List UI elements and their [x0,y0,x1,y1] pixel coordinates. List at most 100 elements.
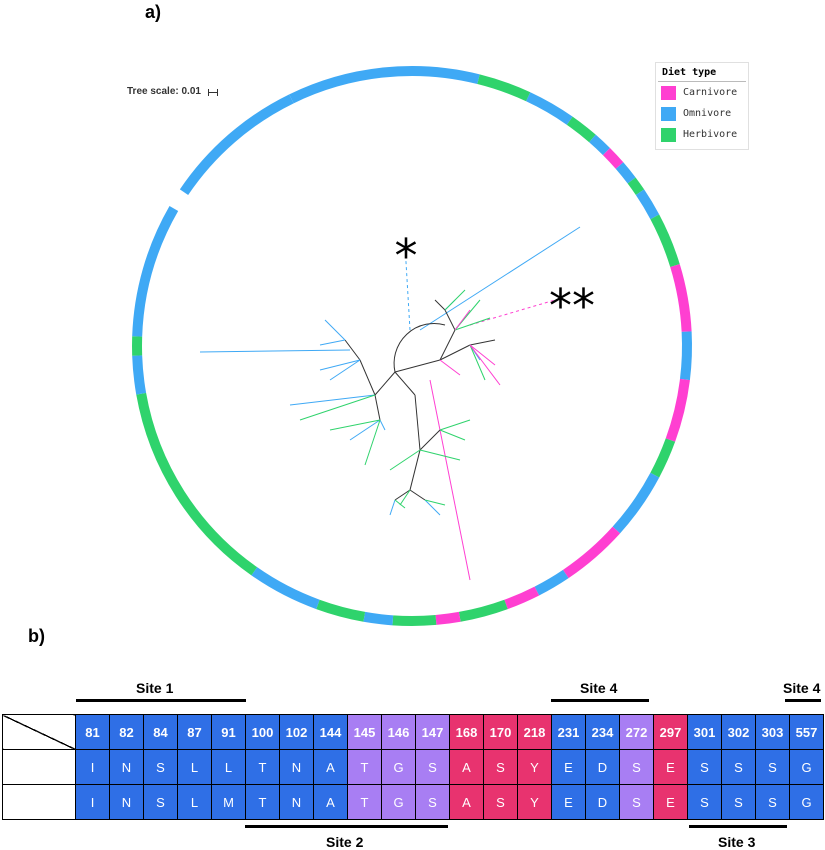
position-cell: 144 [313,714,348,750]
residue-cell: S [483,784,518,820]
position-cell: 87 [177,714,212,750]
table-corner-cell [2,714,76,750]
position-cell: 301 [687,714,722,750]
site-1-label: Site 1 [136,680,174,696]
residue-cell: G [789,749,824,785]
position-cell: 302 [721,714,756,750]
ring-segment [589,134,610,156]
residue-cell: S [721,749,756,785]
tree-branch [424,499,446,506]
ring-segment [458,599,508,622]
panel-a-label: a) [145,2,162,22]
tree-branch [319,359,361,371]
tree-branch [389,499,396,516]
position-cell: 303 [755,714,790,750]
tree-branch [374,394,381,421]
residue-cell: Y [517,749,552,785]
ring-segment [562,526,621,579]
tree-branch [469,299,556,326]
tree-branch [454,317,491,331]
site-1-line [76,699,246,702]
legend-label-carnivore: Carnivore [683,87,738,98]
tree-branch [444,309,456,331]
residue-cell: S [415,784,450,820]
legend-item-herbivore: Herbivore [656,124,748,145]
tree-branch [364,419,381,466]
ring-segment [627,177,645,196]
tree-branch [394,371,416,396]
site-2-label: Site 2 [326,834,364,850]
legend-swatch-carnivore [660,84,677,101]
residue-cell: M [211,784,246,820]
position-cell: 100 [245,714,280,750]
ring-segment [566,116,596,143]
ring-segment [679,331,692,381]
ring-segment [251,567,320,610]
tree-branch [469,339,496,346]
position-cell: 168 [449,714,484,750]
position-cell: 234 [585,714,620,750]
ring-segment [289,66,480,104]
residue-cell: L [177,784,212,820]
site-4-label-a: Site 4 [580,680,618,696]
tree-branch [439,419,471,431]
residue-cell: S [143,784,178,820]
residue-cell: T [245,749,280,785]
ring-segment [612,472,660,534]
ring-segment [179,94,294,196]
ring-segment [316,599,366,622]
tree-branch [429,379,471,581]
residue-cell: S [415,749,450,785]
residue-cell: S [755,749,790,785]
position-cell: 557 [789,714,824,750]
diet-ring [132,66,692,626]
tree-branch [469,344,486,381]
tree-branch [393,322,446,373]
diet-legend: Diet type Carnivore Omnivore Herbivore [655,62,749,150]
residue-cell: G [381,749,416,785]
tree-branch [349,419,381,441]
legend-label-herbivore: Herbivore [683,129,738,140]
tree-branch [289,394,376,406]
residue-cell: N [109,784,144,820]
tree-branch [344,339,361,361]
residue-cell: N [279,749,314,785]
tree-branch [359,359,376,396]
site-4-label-b: Site 4 [783,680,821,696]
tree-branch [404,244,411,331]
tree-scale-bar [208,89,218,96]
legend-swatch-herbivore [660,126,677,143]
legend-item-omnivore: Omnivore [656,103,748,124]
legend-label-omnivore: Omnivore [683,108,732,119]
tree-branch [394,359,441,373]
position-cell: 102 [279,714,314,750]
position-cell: 147 [415,714,450,750]
ring-segment [132,355,147,395]
tree-branch [439,344,471,361]
sequence-name: cCaSR [2,784,76,820]
position-cell: 218 [517,714,552,750]
tree-branch [329,359,361,381]
tree-branch [389,449,421,471]
double-asterisk-marker: ** [549,279,595,333]
residue-cell: A [449,784,484,820]
position-cell: 146 [381,714,416,750]
residue-cell: A [449,749,484,785]
residue-cell: G [381,784,416,820]
position-cell: 297 [653,714,688,750]
site-4-line-a [551,699,649,702]
tree-branch [434,299,446,311]
ring-segment [504,586,540,610]
site-4-line-b [785,699,821,702]
tree-branch [469,344,496,366]
residue-cell: D [585,749,620,785]
legend-swatch-omnivore [660,105,677,122]
site-3-line [689,825,787,828]
tree-branch [319,339,346,346]
tree-branch [419,429,441,451]
residue-cell: Y [517,784,552,820]
ring-segment [665,378,690,442]
